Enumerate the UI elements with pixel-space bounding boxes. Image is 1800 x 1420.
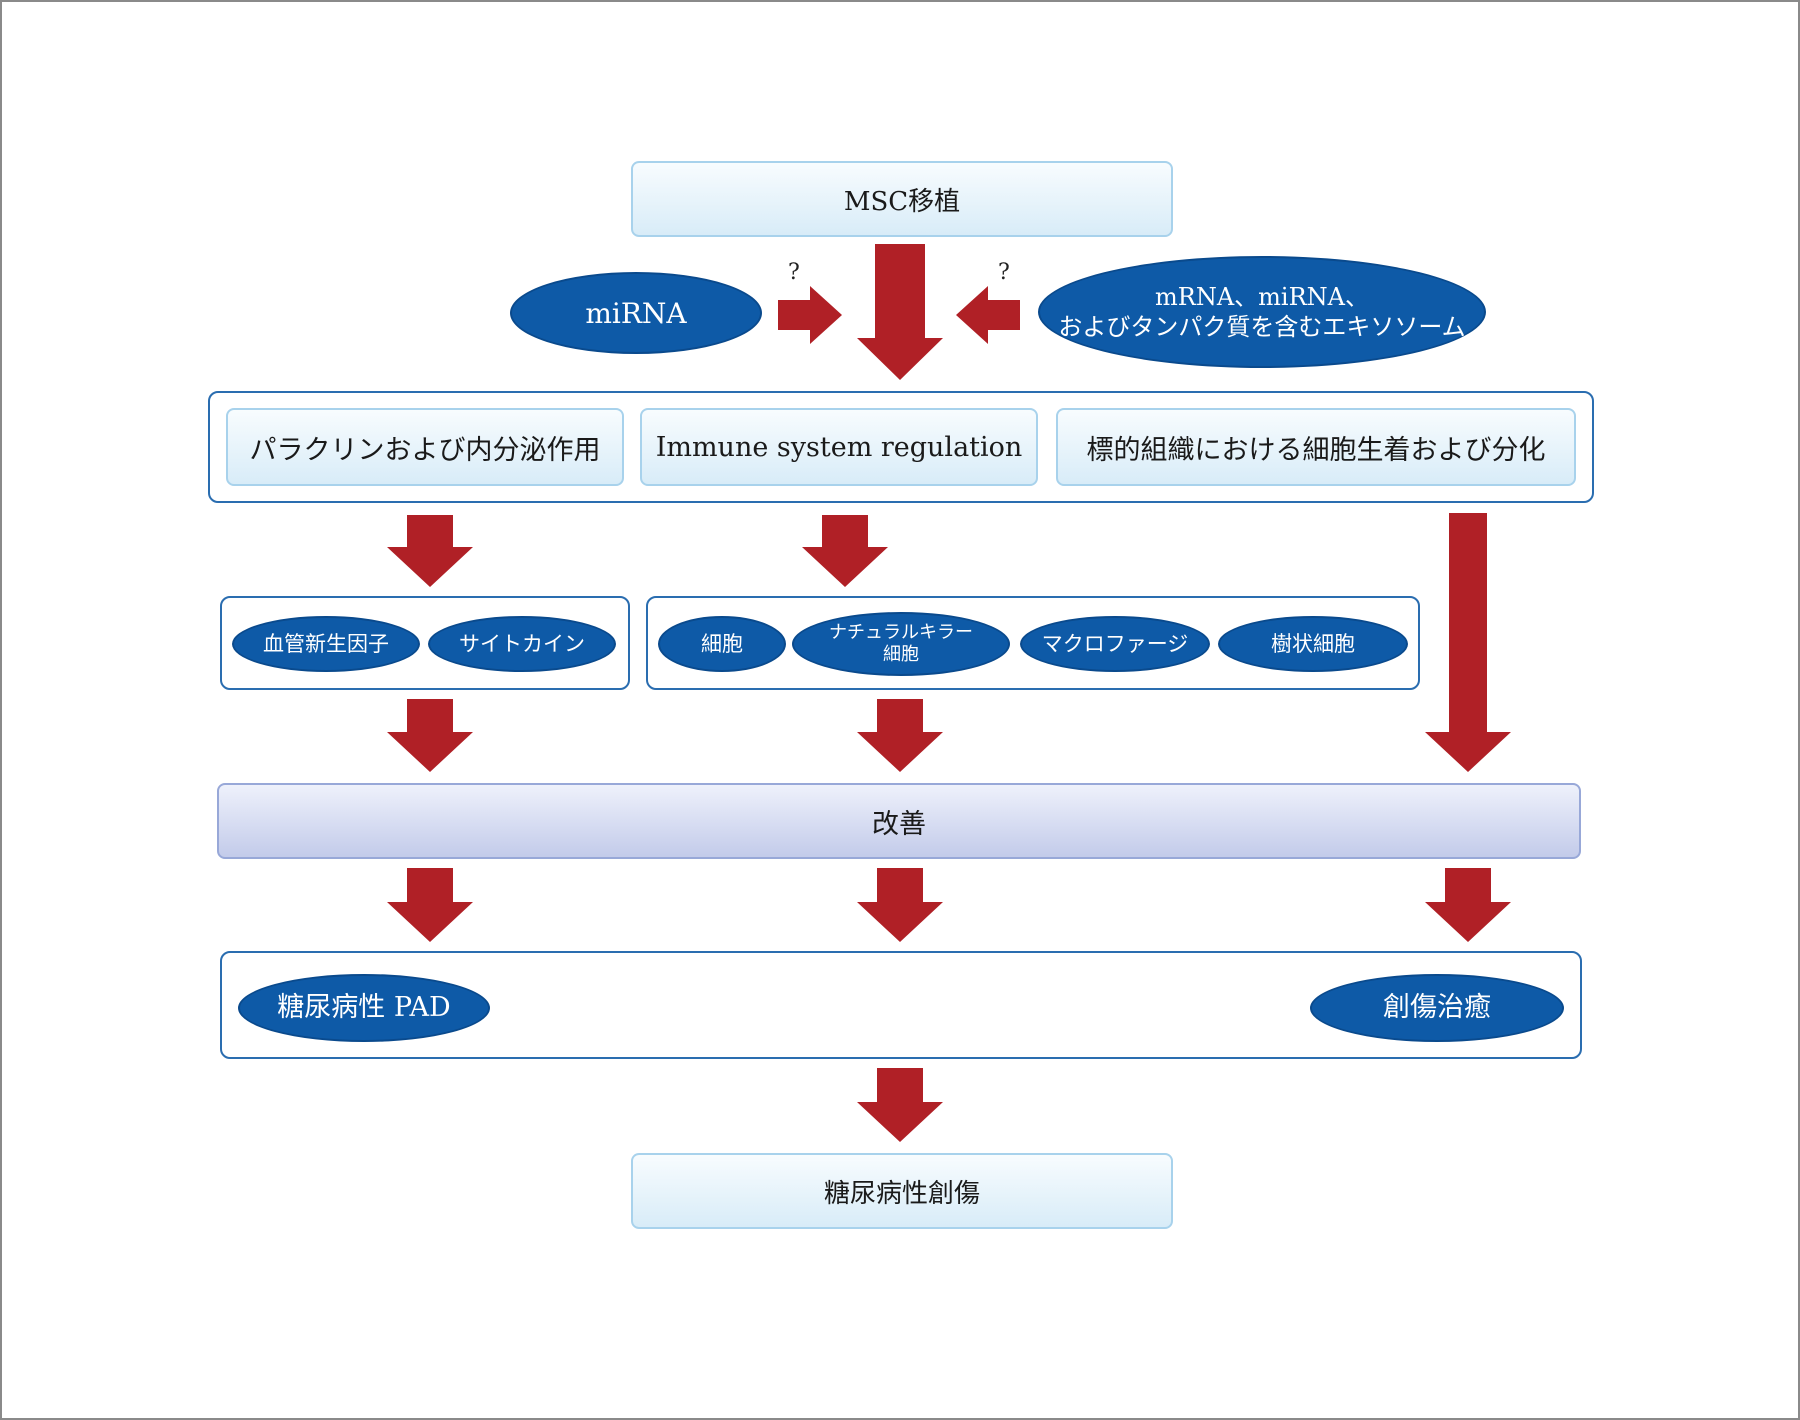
cell-label: 細胞: [701, 631, 743, 656]
immune-regulation-label: Immune system regulation: [655, 431, 1023, 463]
angiogenic-factor-ellipse: 血管新生因子: [232, 616, 420, 672]
nk-cell-label-line1: ナチュラルキラー: [829, 621, 973, 643]
exosome-ellipse: mRNA、miRNA、 およびタンパク質を含むエキソソーム: [1038, 256, 1486, 368]
msc-transplant-label: MSC移植: [843, 186, 961, 217]
arrow-cells-to-improvement: [857, 699, 943, 772]
dendritic-cell-label: 樹状細胞: [1271, 631, 1355, 656]
question-mark-left: ?: [788, 260, 800, 285]
mirna-ellipse: miRNA: [510, 272, 762, 354]
exosome-label-line2: およびタンパク質を含むエキソソーム: [1058, 313, 1466, 341]
arrow-outcomes-to-wound: [857, 1068, 943, 1142]
diabetic-pad-ellipse: 糖尿病性 PAD: [238, 974, 490, 1042]
paracrine-label: パラクリンおよび内分泌作用: [249, 434, 601, 466]
arrow-mirna-in: [778, 286, 842, 344]
paracrine-box: パラクリンおよび内分泌作用: [226, 408, 624, 486]
wound-healing-ellipse: 創傷治癒: [1310, 974, 1564, 1042]
arrow-msc-to-mechanisms: [857, 244, 943, 380]
nk-cell-label-line2: 細胞: [883, 644, 919, 665]
diabetic-wound-box: 糖尿病性創傷: [631, 1153, 1173, 1229]
exosome-label-line1: mRNA、miRNA、: [1155, 283, 1369, 311]
arrow-improvement-to-healing: [1425, 868, 1511, 942]
angiogenic-factor-label: 血管新生因子: [263, 631, 389, 656]
engraftment-label: 標的組織における細胞生着および分化: [1086, 434, 1546, 466]
arrow-exosome-in: [956, 286, 1020, 344]
cell-ellipse: 細胞: [658, 616, 786, 672]
cytokine-ellipse: サイトカイン: [428, 616, 616, 672]
improvement-band: 改善: [217, 783, 1581, 859]
immune-regulation-box: Immune system regulation: [640, 408, 1038, 486]
arrow-engraftment-to-improvement: [1425, 513, 1511, 772]
improvement-label: 改善: [872, 808, 926, 840]
diabetic-pad-label: 糖尿病性 PAD: [277, 992, 451, 1024]
mirna-label: miRNA: [585, 296, 687, 330]
arrow-improvement-to-center: [857, 868, 943, 942]
msc-transplant-box: MSC移植: [631, 161, 1173, 237]
diabetic-wound-label: 糖尿病性創傷: [823, 1178, 980, 1209]
arrow-improvement-to-pad: [387, 868, 473, 942]
question-mark-right: ?: [998, 260, 1010, 285]
arrow-immune-to-cells: [802, 515, 888, 587]
wound-healing-label: 創傷治癒: [1383, 992, 1491, 1024]
macrophage-ellipse: マクロファージ: [1020, 616, 1210, 672]
dendritic-cell-ellipse: 樹状細胞: [1218, 616, 1408, 672]
nk-cell-ellipse: ナチュラルキラー 細胞: [792, 612, 1010, 676]
cytokine-label: サイトカイン: [459, 631, 585, 656]
engraftment-box: 標的組織における細胞生着および分化: [1056, 408, 1576, 486]
arrow-paracrine-to-factors: [387, 515, 473, 587]
macrophage-label: マクロファージ: [1041, 631, 1189, 656]
arrow-factors-to-improvement: [387, 699, 473, 772]
